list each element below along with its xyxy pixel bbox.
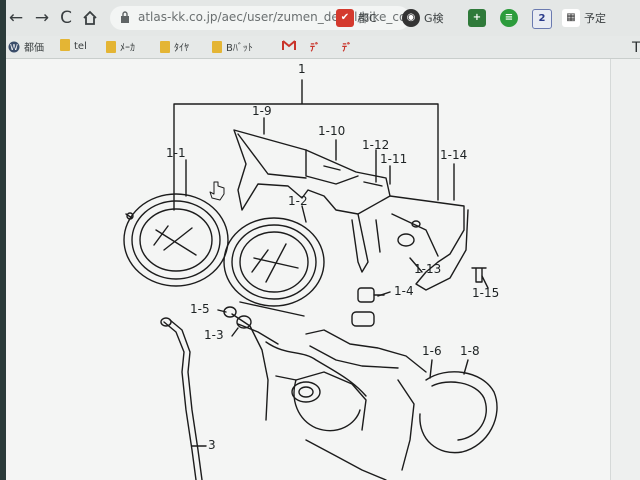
label-1-12: 1-12 xyxy=(362,138,390,152)
label-1-13: 1-13 xyxy=(414,262,442,276)
leader-line-1 xyxy=(173,79,439,211)
bulb-sockets xyxy=(351,287,385,327)
chat-icon[interactable]: ≡ xyxy=(500,9,518,27)
label-1-8: 1-8 xyxy=(460,344,480,358)
label-1-1: 1-1 xyxy=(166,146,186,160)
label-1-15: 1-15 xyxy=(472,286,500,300)
screw xyxy=(471,267,487,283)
parts-diagram xyxy=(123,79,498,480)
wordpress-icon: W xyxy=(8,41,20,53)
label-1: 1 xyxy=(298,62,306,76)
label-1-6: 1-6 xyxy=(422,344,442,358)
gmail-icon xyxy=(282,40,296,50)
ext-red-icon[interactable]: ✔ xyxy=(336,9,354,27)
label-1-4: 1-4 xyxy=(394,284,414,298)
ext-label-google-search[interactable]: G検 xyxy=(424,12,444,25)
folder-icon xyxy=(212,41,222,53)
bookmark-battery[interactable]: Bﾊﾞｯﾄ xyxy=(212,39,253,55)
reload-button[interactable]: C xyxy=(56,8,76,28)
arrow-left-icon: ← xyxy=(8,8,24,28)
arrow-right-icon: → xyxy=(34,8,50,28)
bookmark-label: ﾀｲﾔ xyxy=(174,43,189,54)
svg-text:W: W xyxy=(10,43,18,52)
side-text: T xyxy=(632,40,640,56)
page-scrollbar[interactable] xyxy=(610,59,640,480)
label-1-3: 1-3 xyxy=(204,328,224,342)
label-3: 3 xyxy=(208,438,216,452)
bookmark-maker[interactable]: ﾒｰｶ xyxy=(106,39,135,55)
back-button[interactable]: ← xyxy=(6,8,26,28)
label-1-10: 1-10 xyxy=(318,124,346,138)
bookmark-gmail[interactable] xyxy=(282,39,296,55)
calendar-icon[interactable]: 2 xyxy=(532,9,552,29)
folder-icon xyxy=(160,41,170,53)
meter-bracket xyxy=(233,129,391,273)
bookmark-label: ﾒｰｶ xyxy=(120,43,135,54)
folder-icon xyxy=(60,39,70,51)
bookmark-label: 都価 xyxy=(24,43,44,54)
part-1-3 xyxy=(236,315,252,329)
task-icon[interactable]: ▦ xyxy=(562,9,580,27)
leader-lines xyxy=(185,117,489,447)
reload-icon: C xyxy=(60,8,72,28)
bookmark-tel[interactable]: tel xyxy=(60,39,87,55)
red-logo-icon: ﾃﾞ xyxy=(342,43,352,54)
red-logo-icon: ﾃﾞ xyxy=(310,43,320,54)
parts-diagram-page xyxy=(6,59,610,480)
bookmarks-bar: W 都価 tel ﾒｰｶ ﾀｲﾔ Bﾊﾞｯﾄ ﾃﾞ ﾃﾞ xyxy=(6,36,640,59)
bookmark-tire[interactable]: ﾀｲﾔ xyxy=(160,39,189,55)
bookmark-label: Bﾊﾞｯﾄ xyxy=(226,43,253,54)
cover-part-1-8 xyxy=(419,371,498,454)
plus-icon[interactable]: + xyxy=(468,9,486,27)
label-1-2: 1-2 xyxy=(288,194,308,208)
label-1-9: 1-9 xyxy=(252,104,272,118)
home-icon xyxy=(83,10,97,25)
cable-part-3 xyxy=(160,317,203,480)
left-gauge xyxy=(123,193,229,287)
label-1-14: 1-14 xyxy=(440,148,468,162)
monitor-bezel xyxy=(0,0,6,480)
home-button[interactable] xyxy=(80,8,100,28)
ext-label-task[interactable]: 予定 xyxy=(584,12,606,25)
label-1-5: 1-5 xyxy=(190,302,210,316)
bookmark-red-logo-2[interactable]: ﾃﾞ xyxy=(342,39,352,55)
bookmark-wordpress[interactable]: W 都価 xyxy=(8,39,44,55)
hand-cursor-icon xyxy=(209,181,225,201)
browser-window: ← → C atlas-kk.co.jp/aec/user/zumen_deta… xyxy=(6,0,640,480)
bookmark-label: tel xyxy=(74,41,87,52)
right-gauge xyxy=(223,217,325,317)
folder-icon xyxy=(106,41,116,53)
side-bracket xyxy=(389,195,469,291)
ext-label-bookmark-c[interactable]: 都C xyxy=(358,12,377,25)
lock-icon xyxy=(121,11,129,23)
browser-toolbar: ← → C atlas-kk.co.jp/aec/user/zumen_deta… xyxy=(6,0,640,36)
bookmark-red-logo-1[interactable]: ﾃﾞ xyxy=(310,39,320,55)
label-1-11: 1-11 xyxy=(380,152,408,166)
wire-harness xyxy=(231,313,427,480)
forward-button[interactable]: → xyxy=(32,8,52,28)
globe-icon[interactable]: ◉ xyxy=(402,9,420,27)
